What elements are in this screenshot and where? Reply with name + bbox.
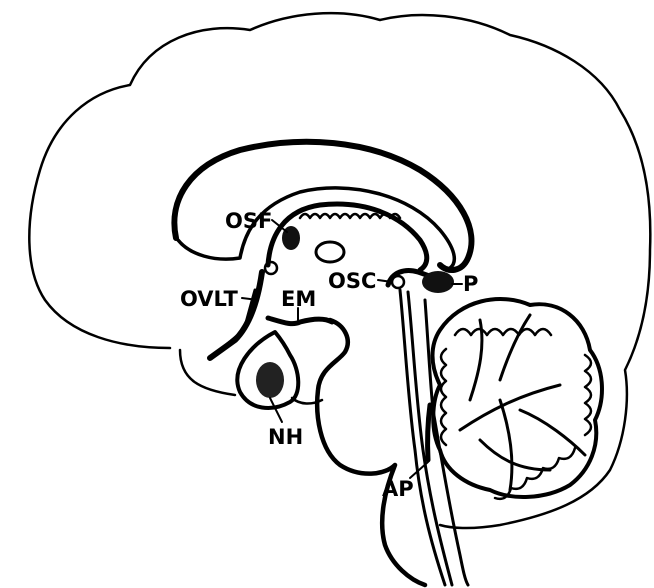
brainstem-anterior (317, 320, 425, 585)
arbor-vitae-trunk (460, 315, 585, 490)
label-osf: OSF (225, 209, 272, 233)
label-ap: AP (382, 477, 414, 501)
infundibulum (268, 318, 332, 324)
label-nh: NH (268, 425, 303, 449)
label-p: P (463, 272, 478, 296)
neurohypophysis (256, 362, 284, 398)
cerebellar-folia (441, 329, 591, 499)
leader-nh (270, 398, 282, 422)
commissure-ring (392, 276, 404, 288)
label-osc: OSC (328, 269, 376, 293)
label-em: EM (281, 287, 316, 311)
ventricle-opening (265, 262, 277, 274)
label-ovlt: OVLT (180, 287, 238, 311)
massa-intermedia (316, 242, 344, 262)
pineal-body (422, 271, 454, 293)
cerebellum (433, 299, 602, 499)
area-postrema (428, 405, 430, 460)
